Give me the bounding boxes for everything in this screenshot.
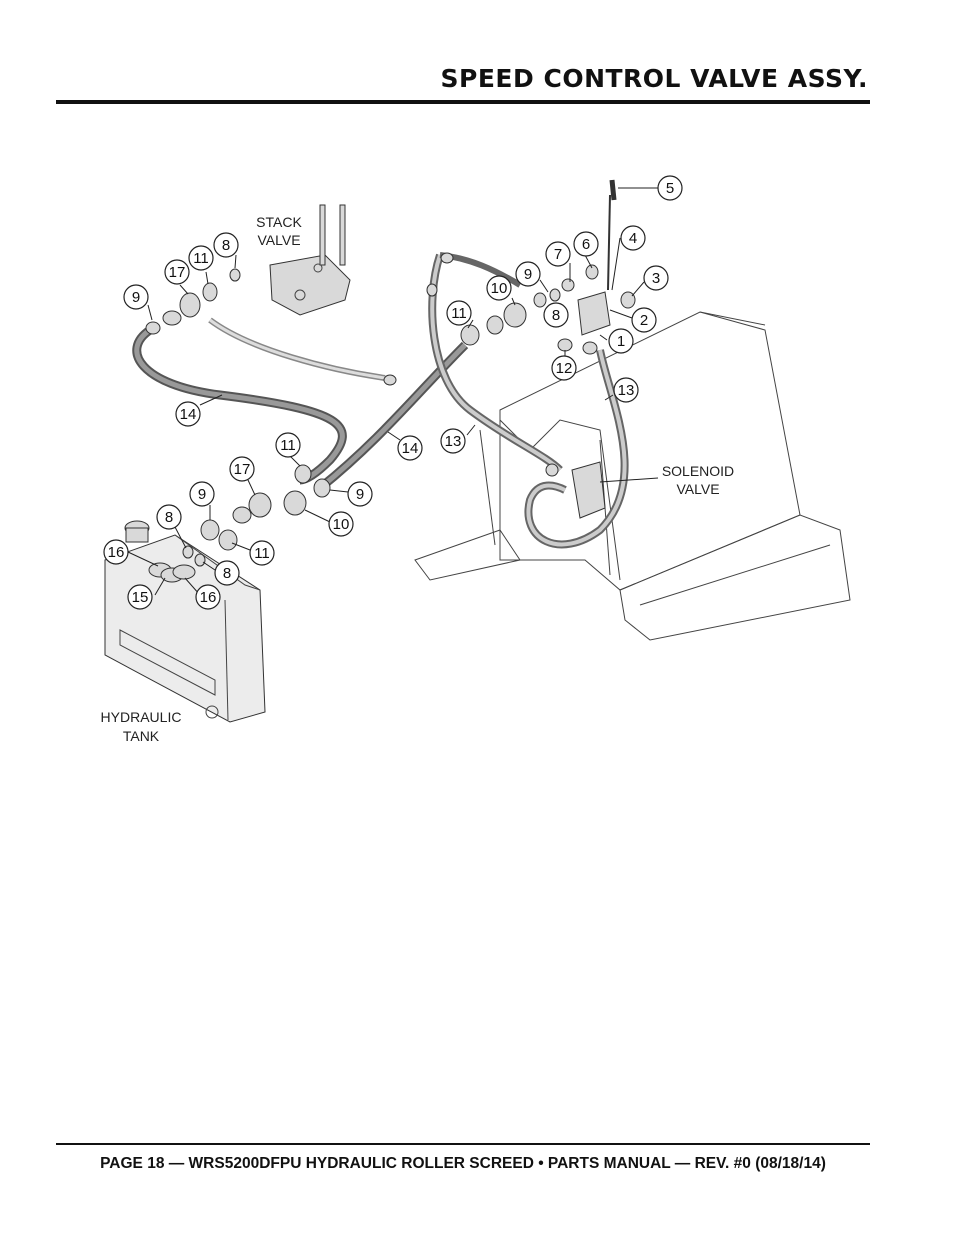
header-rule	[56, 100, 870, 104]
speed-control-valve-block	[577, 291, 611, 336]
stack-valve-label-line1: STACK	[256, 214, 302, 230]
callout-11: 11	[249, 540, 275, 566]
svg-text:8: 8	[222, 237, 230, 254]
svg-text:8: 8	[223, 565, 231, 582]
svg-text:9: 9	[356, 486, 364, 503]
svg-text:12: 12	[556, 360, 573, 377]
svg-text:1: 1	[617, 333, 625, 350]
callout-8: 8	[543, 302, 569, 328]
callout-17: 17	[229, 456, 255, 482]
svg-text:13: 13	[618, 382, 635, 399]
svg-text:11: 11	[280, 437, 296, 454]
callout-4: 4	[620, 225, 646, 251]
svg-text:9: 9	[132, 289, 140, 306]
svg-text:17: 17	[234, 461, 251, 478]
svg-text:2: 2	[640, 312, 648, 329]
stack-valve-label-line2: VALVE	[257, 232, 300, 248]
callout-2: 2	[631, 307, 657, 333]
callout-13: 13	[613, 377, 639, 403]
callout-9: 9	[515, 261, 541, 287]
svg-text:8: 8	[552, 307, 560, 324]
svg-text:10: 10	[333, 516, 350, 533]
callout-1: 1	[608, 328, 634, 354]
callout-6: 6	[573, 231, 599, 257]
callout-7: 7	[545, 241, 571, 267]
hydraulic-tank-label-line2: TANK	[123, 728, 160, 744]
callout-13: 13	[440, 428, 466, 454]
hoses	[132, 179, 629, 549]
solenoid-valve	[571, 461, 606, 519]
callout-10: 10	[486, 275, 512, 301]
callout-14: 14	[175, 401, 201, 427]
callout-5: 5	[657, 175, 683, 201]
callout-9: 9	[347, 481, 373, 507]
svg-text:10: 10	[491, 280, 508, 297]
callout-16: 16	[103, 539, 129, 565]
callout-17: 17	[164, 259, 190, 285]
page-title: SPEED CONTROL VALVE ASSY.	[440, 64, 868, 93]
svg-text:11: 11	[254, 545, 270, 562]
callout-9: 9	[123, 284, 149, 310]
leader-lines	[127, 187, 659, 596]
callout-10: 10	[328, 511, 354, 537]
callout-8: 8	[156, 504, 182, 530]
hydraulic-tank-label-line1: HYDRAULIC	[101, 709, 182, 725]
footer-rule	[56, 1143, 870, 1145]
solenoid-valve-label-line1: SOLENOID	[662, 463, 734, 479]
svg-text:8: 8	[165, 509, 173, 526]
svg-text:17: 17	[169, 264, 186, 281]
svg-text:11: 11	[451, 305, 467, 322]
svg-text:14: 14	[402, 440, 419, 457]
callout-12: 12	[551, 355, 577, 381]
callout-9: 9	[189, 481, 215, 507]
page-footer: PAGE 18 — WRS5200DFPU HYDRAULIC ROLLER S…	[100, 1155, 826, 1172]
svg-text:7: 7	[554, 246, 562, 263]
svg-text:9: 9	[524, 266, 532, 283]
callout-11: 11	[275, 432, 301, 458]
callout-8: 8	[214, 560, 240, 586]
callout-16: 16	[195, 584, 221, 610]
stack-valve	[269, 204, 351, 316]
callout-15: 15	[127, 584, 153, 610]
callout-14: 14	[397, 435, 423, 461]
svg-text:4: 4	[629, 230, 637, 247]
svg-text:6: 6	[582, 236, 590, 253]
callout-11: 11	[188, 245, 214, 271]
solenoid-valve-label-line2: VALVE	[676, 481, 719, 497]
svg-text:9: 9	[198, 486, 206, 503]
svg-text:3: 3	[652, 270, 660, 287]
svg-text:16: 16	[200, 589, 217, 606]
svg-text:13: 13	[445, 433, 462, 450]
svg-text:15: 15	[132, 589, 149, 606]
svg-text:11: 11	[193, 250, 209, 267]
screed-frame	[414, 311, 851, 641]
fittings	[145, 252, 636, 567]
svg-text:14: 14	[180, 406, 197, 423]
callout-8: 8	[213, 232, 239, 258]
svg-text:5: 5	[666, 180, 674, 197]
svg-text:16: 16	[108, 544, 125, 561]
callout-3: 3	[643, 265, 669, 291]
callout-11: 11	[446, 300, 472, 326]
